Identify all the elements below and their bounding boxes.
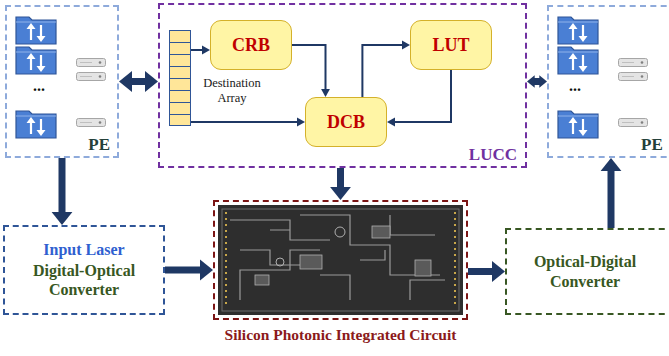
node-label: Destination Array: [196, 76, 268, 106]
connector-line: [191, 121, 298, 123]
node-label: ...: [569, 77, 581, 95]
arrowhead: [527, 75, 535, 87]
connector-line: [608, 169, 615, 228]
arrowhead: [402, 41, 410, 50]
arrowhead: [52, 212, 73, 225]
arrowhead: [387, 118, 395, 127]
node-label: CRB: [232, 35, 270, 56]
connector-line: [394, 70, 451, 122]
signal-arrow: [292, 45, 330, 97]
connector-line: [468, 268, 494, 275]
arrowhead: [119, 71, 132, 92]
flow-arrow: [52, 158, 73, 225]
node-label: PE: [641, 135, 663, 155]
node-label: Optical-Digital Converter: [515, 252, 655, 290]
signal-arrow: [191, 46, 210, 55]
flow-arrow: [330, 168, 351, 200]
arrowhead: [202, 46, 210, 55]
processing-element: ... PE: [5, 5, 119, 158]
flow-arrow: [468, 261, 505, 282]
node-label: Digital-Optical Converter: [17, 261, 152, 299]
connector-line: [59, 158, 66, 214]
converter-box: Optical-Digital Converter: [505, 228, 669, 315]
flow-arrow: [527, 75, 547, 87]
controller-region: LUCC CRB LUT DCB Destination Array: [158, 3, 527, 168]
connector-line: [362, 45, 403, 97]
node-label: ...: [33, 77, 45, 95]
connector-line: [130, 78, 147, 85]
destination-array: Destination Array: [169, 30, 191, 126]
connector-line: [165, 267, 202, 274]
process-box: LUT: [410, 20, 492, 70]
flow-arrow: [119, 71, 158, 92]
process-box: DCB: [305, 97, 387, 147]
arrowhead: [330, 187, 351, 200]
node-label: LUT: [432, 35, 469, 56]
arrowhead: [601, 158, 622, 171]
node-label: LUCC: [469, 145, 517, 165]
processing-element: ... PE: [547, 5, 669, 158]
connector-line: [292, 45, 326, 90]
arrowhead: [200, 260, 213, 281]
node-label: DCB: [327, 112, 365, 133]
chip-photo: [218, 205, 463, 315]
signal-arrow: [387, 70, 451, 126]
converter-box: Input LaserDigital-Optical Converter: [3, 225, 165, 315]
connector-line: [337, 168, 344, 189]
arrowhead: [297, 118, 305, 127]
server-icons: [16, 17, 648, 138]
node-label: Input Laser: [43, 241, 124, 259]
process-box: CRB: [210, 20, 292, 70]
node-label: PE: [88, 135, 110, 155]
arrowhead: [321, 89, 330, 97]
arrowhead: [492, 261, 505, 282]
node-label: Silicon Photonic Integrated Circuit: [175, 326, 506, 344]
chip-frame: Silicon Photonic Integrated Circuit: [213, 200, 468, 320]
connector-line: [191, 49, 203, 51]
arrowhead: [145, 71, 158, 92]
arrowhead: [539, 75, 547, 87]
flow-arrow: [601, 158, 622, 228]
flow-arrow: [165, 260, 213, 281]
signal-arrow: [191, 118, 305, 127]
signal-arrow: [362, 41, 410, 97]
